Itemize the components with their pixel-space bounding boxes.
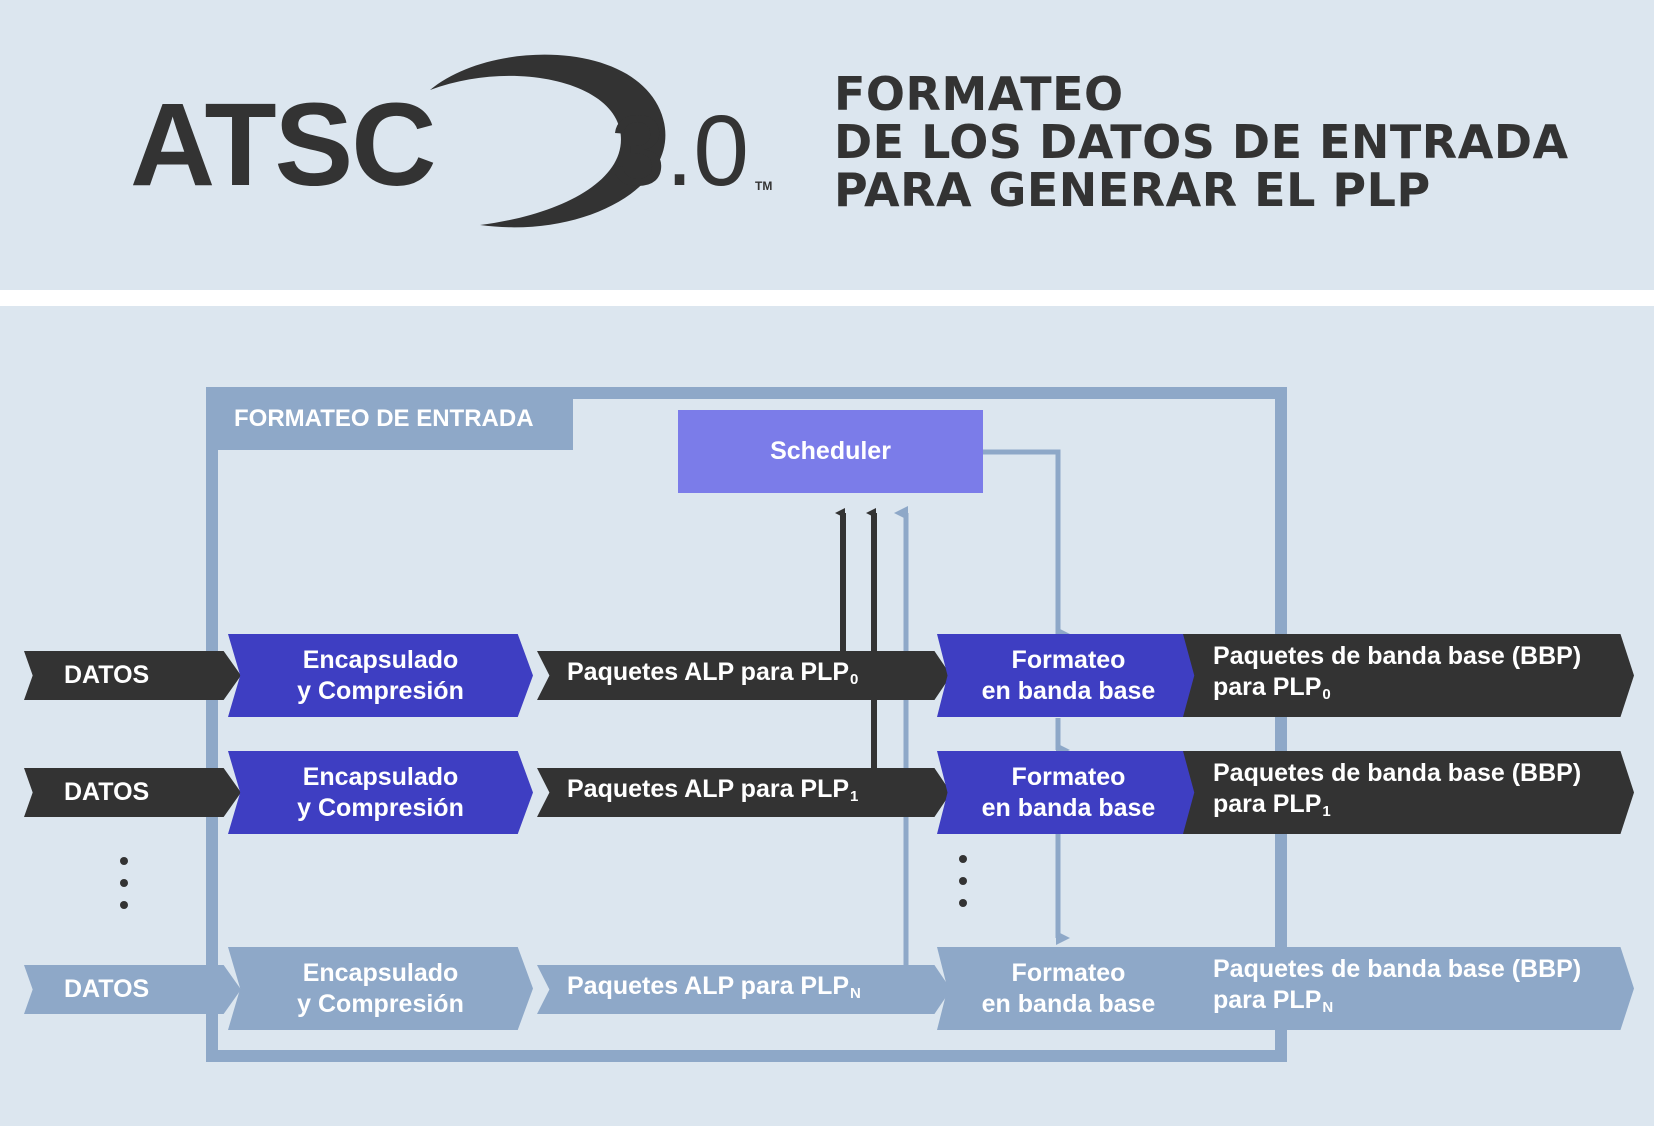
header-divider (0, 290, 1654, 306)
datos-input-rown: DATOS (24, 965, 241, 1014)
encap-line-2: y Compresión (297, 676, 464, 705)
atsc-logo: ATSC 3.0 TM (130, 54, 772, 228)
encapsulation-box-row1: Encapsulado y Compresión (228, 751, 533, 834)
fmt-line-1: Formateo (1011, 958, 1126, 987)
encap-line-1: Encapsulado (302, 645, 459, 674)
alp-label: Paquetes ALP para PLP1 (567, 774, 859, 805)
fmt-line-1: Formateo (1011, 645, 1126, 674)
bbp-line-2: para PLP1 (1213, 790, 1331, 820)
bbp-output-row0: Paquetes de banda base (BBP) para PLP0 (1183, 634, 1634, 717)
ellipsis-dots-left (120, 857, 130, 909)
bbp-line-1: Paquetes de banda base (BBP) (1213, 759, 1582, 787)
baseband-formatting-row1: Formateo en banda base (937, 751, 1200, 834)
title-line-3: PARA GENERAR EL PLP (834, 163, 1431, 217)
alp-packets-row1: Paquetes ALP para PLP1 (537, 768, 951, 817)
ellipsis-dots-middle (959, 855, 969, 907)
page-title: FORMATEO DE LOS DATOS DE ENTRADA PARA GE… (834, 70, 1569, 214)
alp-packets-row0: Paquetes ALP para PLP0 (537, 651, 951, 700)
header-band (0, 0, 1654, 290)
encap-line-1: Encapsulado (302, 762, 459, 791)
logo-trademark: TM (755, 179, 772, 193)
fmt-line-2: en banda base (981, 989, 1156, 1018)
encap-line-2: y Compresión (297, 793, 464, 822)
bbp-output-row1: Paquetes de banda base (BBP) para PLP1 (1183, 751, 1634, 834)
alp-packets-rown: Paquetes ALP para PLPN (537, 965, 951, 1014)
datos-input-row1: DATOS (24, 768, 241, 817)
alp-label: Paquetes ALP para PLP0 (567, 657, 859, 688)
baseband-formatting-row0: Formateo en banda base (937, 634, 1200, 717)
fmt-line-2: en banda base (981, 793, 1156, 822)
logo-brand: ATSC (130, 79, 434, 211)
alp-label: Paquetes ALP para PLPN (567, 971, 861, 1002)
bbp-line-1: Paquetes de banda base (BBP) (1213, 955, 1582, 983)
logo-swoosh (430, 54, 666, 228)
encapsulation-box-rown: Encapsulado y Compresión (228, 947, 533, 1030)
datos-label: DATOS (64, 975, 150, 1003)
scheduler-box: Scheduler (678, 410, 983, 493)
bbp-line-1: Paquetes de banda base (BBP) (1213, 642, 1582, 670)
logo-version: 3.0 (610, 95, 749, 207)
title-line-2: DE LOS DATOS DE ENTRADA (834, 115, 1569, 169)
datos-label: DATOS (64, 778, 150, 806)
baseband-formatting-rown: Formateo en banda base (937, 947, 1200, 1030)
fmt-line-2: en banda base (981, 676, 1156, 705)
bbp-output-rown: Paquetes de banda base (BBP) para PLPN (1183, 947, 1634, 1030)
title-line-1: FORMATEO (834, 67, 1124, 121)
bbp-line-2: para PLPN (1213, 986, 1334, 1016)
bbp-line-2: para PLP0 (1213, 673, 1331, 703)
encap-line-1: Encapsulado (302, 958, 459, 987)
encap-line-2: y Compresión (297, 989, 464, 1018)
datos-input-row0: DATOS (24, 651, 241, 700)
frame-label: FORMATEO DE ENTRADA (206, 387, 573, 450)
datos-label: DATOS (64, 661, 150, 689)
encapsulation-box-row0: Encapsulado y Compresión (228, 634, 533, 717)
fmt-line-1: Formateo (1011, 762, 1126, 791)
